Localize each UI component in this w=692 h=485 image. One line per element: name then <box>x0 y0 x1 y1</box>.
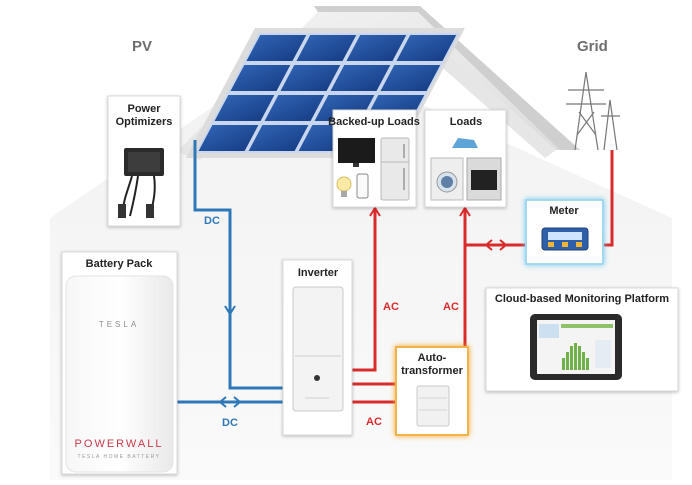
light-bulb-icon <box>336 176 352 197</box>
meter-title: Meter <box>549 205 579 217</box>
tv-icon <box>338 138 375 167</box>
tablet-icon <box>530 314 622 380</box>
powerwall-icon: TESLA POWERWALL TESLA HOME BATTERY <box>65 275 174 473</box>
inverter-icon <box>292 286 344 412</box>
tesla-wordmark: TESLA <box>99 320 139 329</box>
grid-label: Grid <box>577 38 608 55</box>
battery-pack-title: Battery Pack <box>86 258 154 270</box>
power-optimizers-title-line1: Power <box>127 103 161 115</box>
power-optimizers-title-line2: Optimizers <box>116 116 173 128</box>
iron-icon <box>452 138 478 148</box>
phone-icon <box>356 173 369 199</box>
pv-label: PV <box>132 38 152 55</box>
ac-arrows <box>369 206 508 251</box>
autotransformer-title-line1: Auto- <box>418 352 447 364</box>
backed-up-loads-title: Backed-up Loads <box>328 116 420 128</box>
monitoring-platform-title: Cloud-based Monitoring Platform <box>495 293 669 305</box>
power-optimizer-icon <box>118 148 164 218</box>
dc-wiring <box>172 140 285 404</box>
dc-label-bottom: DC <box>222 417 238 429</box>
autotransformer-icon <box>416 385 450 427</box>
dc-arrows <box>218 305 242 408</box>
powerwall-subtitle: TESLA HOME BATTERY <box>78 454 161 460</box>
inverter-title: Inverter <box>298 267 339 279</box>
refrigerator-icon <box>380 137 410 201</box>
transmission-tower-icon <box>566 71 620 151</box>
oven-icon <box>466 157 502 201</box>
loads-title: Loads <box>450 116 482 128</box>
ac-label-left: AC <box>383 301 399 313</box>
washing-machine-icon <box>430 157 464 201</box>
ac-label-right: AC <box>443 301 459 313</box>
autotransformer-title-line2: transformer <box>401 365 463 377</box>
powerwall-wordmark: POWERWALL <box>75 438 164 450</box>
ac-label-bottom: AC <box>366 416 382 428</box>
meter-icon <box>541 227 589 251</box>
dc-label-top: DC <box>204 215 220 227</box>
